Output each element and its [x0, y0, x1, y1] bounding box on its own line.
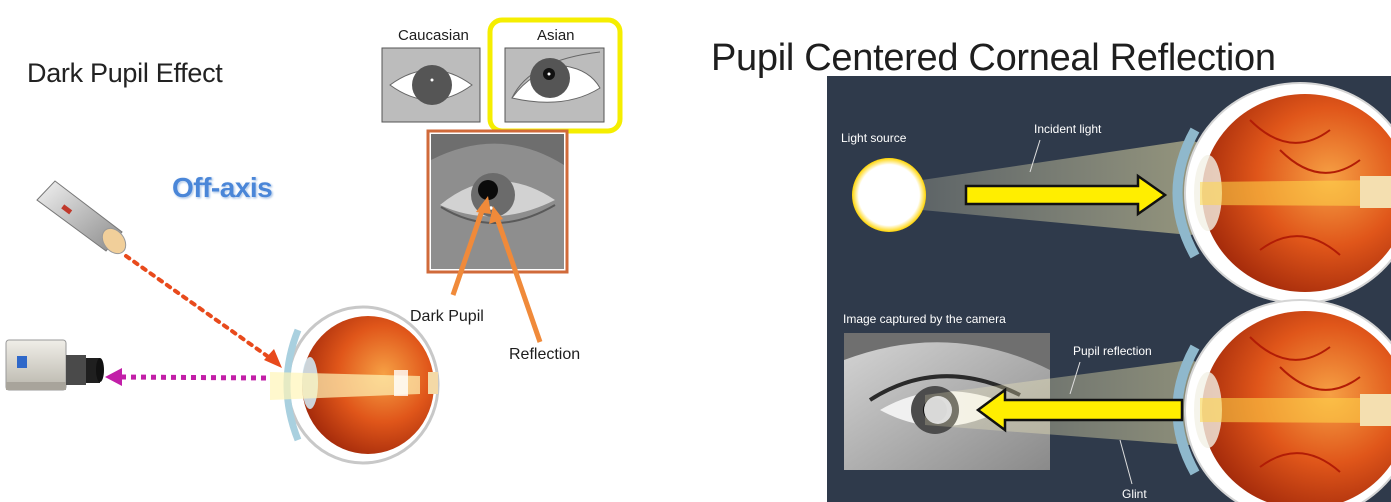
flashlight-icon: [36, 180, 127, 255]
video-camera-icon: [5, 339, 104, 391]
incident-light-label: Incident light: [1034, 122, 1102, 136]
asian-eye-icon: [504, 47, 605, 123]
reflection-callout: [493, 214, 543, 343]
light-source-label: Light source: [841, 131, 907, 145]
glint-dot: [924, 396, 952, 424]
caucasian-eye-icon: [381, 47, 481, 123]
reflected-arrowhead: [105, 368, 122, 386]
pupil-reflection-label: Pupil reflection: [1073, 344, 1152, 358]
light-source-sun: [852, 158, 926, 232]
eyeball-bottom: [1172, 299, 1391, 502]
camera-image-label: Image captured by the camera: [843, 312, 1006, 326]
eyeball-top: [1172, 82, 1391, 304]
reflection-label: Reflection: [509, 346, 581, 363]
dark-pupil-label: Dark Pupil: [410, 308, 484, 325]
dark-pupil-callout: [450, 204, 487, 296]
glint-leader: [1119, 439, 1133, 485]
pccr-title: Pupil Centered Corneal Reflection: [711, 37, 1276, 79]
reflected-light-path: [119, 374, 267, 381]
reflection-callout-head: [489, 206, 503, 224]
asian-label: Asian: [537, 27, 575, 44]
off-axis-label: Off-axis: [172, 172, 273, 203]
dark-pupil-title: Dark Pupil Effect: [27, 58, 223, 88]
pupil-reflection-leader: [1069, 361, 1081, 395]
incident-arrow: [964, 173, 1168, 217]
incident-light-leader: [1029, 139, 1041, 173]
incident-arrowhead: [264, 349, 282, 368]
dark-pupil-callout-head: [476, 196, 491, 214]
reflected-arrow: [975, 387, 1184, 433]
caucasian-label: Caucasian: [398, 27, 469, 44]
infrared-eye-photo: [426, 129, 569, 274]
glint-label: Glint: [1122, 487, 1147, 501]
eyeball-cross-section-left: [270, 305, 440, 465]
incident-light-path: [124, 254, 272, 360]
